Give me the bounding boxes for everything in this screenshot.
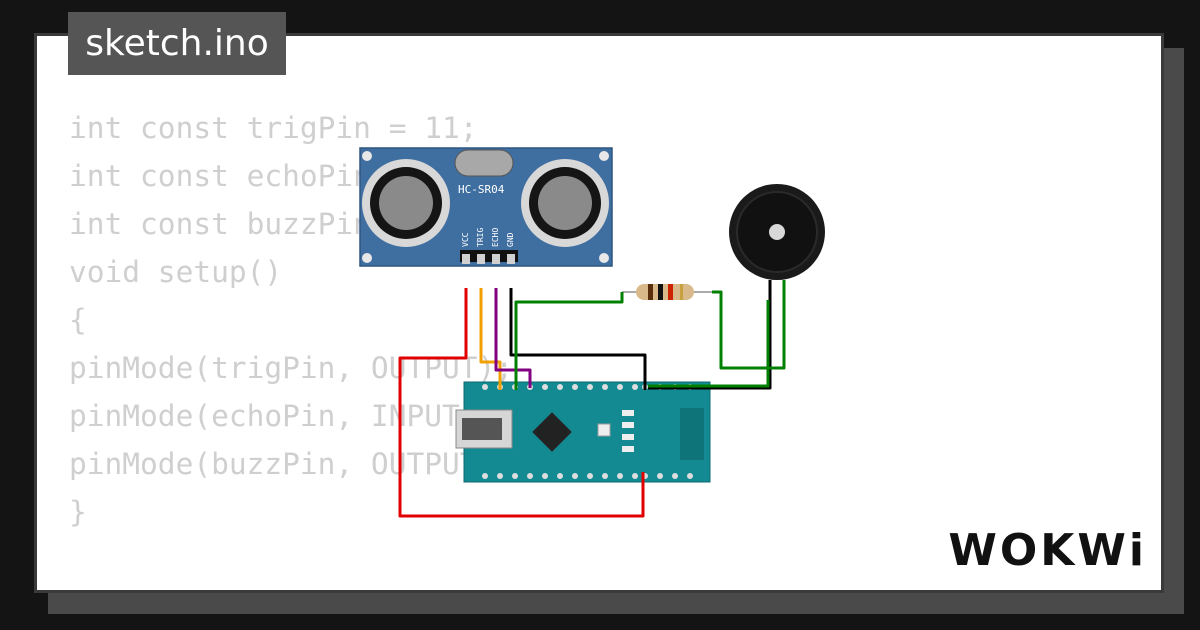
sensor-pin-label: ECHO <box>491 228 500 247</box>
header-pin <box>507 254 515 264</box>
resistor-body <box>636 284 694 300</box>
header-pin <box>477 254 485 264</box>
led-indicator <box>622 434 634 440</box>
resistor-band <box>648 284 653 300</box>
code-line: } <box>69 495 87 529</box>
resistor-band <box>668 284 673 300</box>
reset-button[interactable] <box>597 423 611 437</box>
mount-hole <box>362 253 372 263</box>
wire-buzzer-gnd <box>648 280 772 390</box>
wire-echo <box>494 288 532 388</box>
resistor[interactable] <box>622 284 712 300</box>
code-line: void setup() <box>69 255 283 289</box>
wires <box>398 280 786 518</box>
sensor-header <box>460 250 518 262</box>
resistor-band <box>680 284 683 300</box>
mount-hole <box>599 253 609 263</box>
nano-pin-row-bottom <box>482 473 693 479</box>
usb-port <box>462 418 502 440</box>
file-tab[interactable]: sketch.ino <box>68 12 286 75</box>
code-line: { <box>69 303 87 337</box>
wire-buzzer-nano <box>648 300 770 388</box>
arduino-nano[interactable] <box>455 381 711 483</box>
wire-trig <box>479 288 502 390</box>
led-indicator <box>622 422 634 428</box>
wokwi-logo: WOKWi <box>948 525 1147 576</box>
preview-card: int const trigPin = 11;int const echoPin… <box>34 33 1164 593</box>
sensor-pin-label: GND <box>506 232 515 247</box>
transducer-right-mesh <box>538 176 592 230</box>
code-line: pinMode(echoPin, INPUT); <box>69 399 496 433</box>
ultrasonic-sensor[interactable]: HC-SR04 VCC TRIG ECHO GND <box>359 147 613 267</box>
sensor-pin-label: TRIG <box>476 228 485 247</box>
led-indicator <box>622 410 634 416</box>
mount-hole <box>362 151 372 161</box>
wire-vcc <box>398 288 645 518</box>
code-line: int const trigPin = 11; <box>69 111 478 145</box>
sensor-pin-label: VCC <box>461 232 470 247</box>
buzzer-hole <box>769 224 785 240</box>
wire-gnd <box>509 288 647 390</box>
led-indicator <box>622 446 634 452</box>
sensor-label: HC-SR04 <box>458 183 505 196</box>
header-pin <box>492 254 500 264</box>
transducer-left-mesh <box>379 176 433 230</box>
header-pin <box>462 254 470 264</box>
mcu-chip <box>532 412 572 452</box>
mount-hole <box>599 151 609 161</box>
icsp-header <box>680 408 704 460</box>
crystal-oscillator <box>454 149 514 177</box>
wire-buzzer <box>712 280 786 370</box>
wire-resistor <box>514 292 624 390</box>
resistor-band <box>658 284 663 300</box>
piezo-buzzer[interactable] <box>729 184 825 280</box>
